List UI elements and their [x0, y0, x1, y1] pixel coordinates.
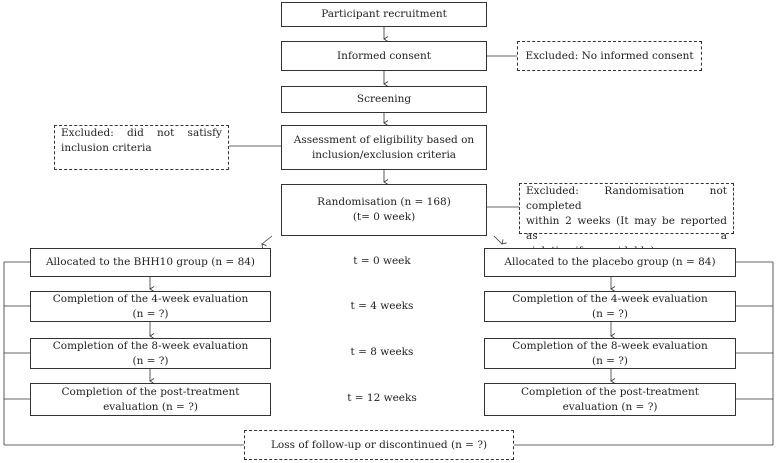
bhh10-allocation-box: Allocated to the BHH10 group (n = 84): [30, 248, 271, 277]
excluded-criteria-line-2: inclusion criteria: [61, 142, 152, 154]
randomisation-box: Randomisation (n = 168) (t= 0 week): [281, 184, 487, 236]
excluded-no-consent-label: Excluded: No informed consent: [525, 49, 694, 62]
timepoint-week-0: t = 0 week: [353, 255, 411, 267]
placebo-post-box: Completion of the post-treatment evaluat…: [484, 383, 736, 416]
excluded-criteria-line-1: Excluded: did not satisfy: [61, 127, 222, 139]
placebo-week8-line-2: (n = ?): [591, 354, 629, 367]
randomisation-line-1: Randomisation (n = 168): [317, 196, 451, 208]
recruitment-label: Participant recruitment: [321, 8, 447, 20]
loss-followup-label: Loss of follow-up or discontinued (n = ?…: [270, 438, 488, 451]
consent-box: Informed consent: [281, 41, 487, 71]
bhh10-post-box: Completion of the post-treatment evaluat…: [30, 383, 271, 416]
randomisation-line-2: (t= 0 week): [352, 211, 416, 223]
placebo-week4-line-2: (n = ?): [591, 307, 629, 320]
screening-box: Screening: [281, 86, 487, 113]
placebo-allocation-label: Allocated to the placebo group (n = 84): [504, 256, 716, 268]
bhh10-week4-box: Completion of the 4-week evaluation (n =…: [30, 291, 271, 322]
loss-followup-box: Loss of follow-up or discontinued (n = ?…: [244, 430, 514, 460]
bhh10-post-line-1: Completion of the post-treatment: [61, 385, 240, 398]
bhh10-week4-line-1: Completion of the 4-week evaluation: [52, 292, 249, 305]
excluded-randomisation-box: Excluded: Randomisation not completed wi…: [519, 183, 734, 257]
bhh10-post-line-2: evaluation (n = ?): [103, 400, 198, 413]
excluded-randomisation-line-1: Excluded: Randomisation not completed: [526, 185, 727, 212]
placebo-post-line-2: evaluation (n = ?): [562, 400, 658, 413]
eligibility-line-1: Assessment of eligibility based on: [293, 133, 475, 146]
excluded-criteria-box: Excluded: did not satisfy inclusion crit…: [54, 125, 229, 170]
timepoint-week-4: t = 4 weeks: [350, 300, 414, 312]
recruitment-box: Participant recruitment: [281, 2, 487, 27]
eligibility-box: Assessment of eligibility based on inclu…: [281, 125, 487, 170]
screening-label: Screening: [356, 93, 412, 105]
placebo-week4-line-1: Completion of the 4-week evaluation: [512, 292, 708, 305]
timepoint-week-12: t = 12 weeks: [347, 392, 417, 404]
placebo-post-line-1: Completion of the post-treatment: [521, 385, 699, 398]
eligibility-line-2: inclusion/exclusion criteria: [311, 148, 457, 161]
consent-label: Informed consent: [337, 49, 431, 62]
placebo-week8-box: Completion of the 8-week evaluation (n =…: [484, 338, 736, 369]
bhh10-week8-line-2: (n = ?): [132, 354, 169, 367]
excluded-no-consent-box: Excluded: No informed consent: [517, 41, 702, 71]
excluded-randomisation-line-2: within 2 weeks (It may be reported as a: [526, 215, 727, 242]
placebo-week8-line-1: Completion of the 8-week evaluation: [512, 339, 708, 352]
bhh10-week8-line-1: Completion of the 8-week evaluation: [52, 339, 249, 352]
placebo-week4-box: Completion of the 4-week evaluation (n =…: [484, 291, 736, 322]
bhh10-week4-line-2: (n = ?): [132, 307, 169, 320]
placebo-allocation-box: Allocated to the placebo group (n = 84): [484, 248, 736, 277]
timepoint-week-8: t = 8 weeks: [350, 346, 414, 358]
bhh10-week8-box: Completion of the 8-week evaluation (n =…: [30, 338, 271, 369]
bhh10-allocation-label: Allocated to the BHH10 group (n = 84): [45, 256, 256, 268]
